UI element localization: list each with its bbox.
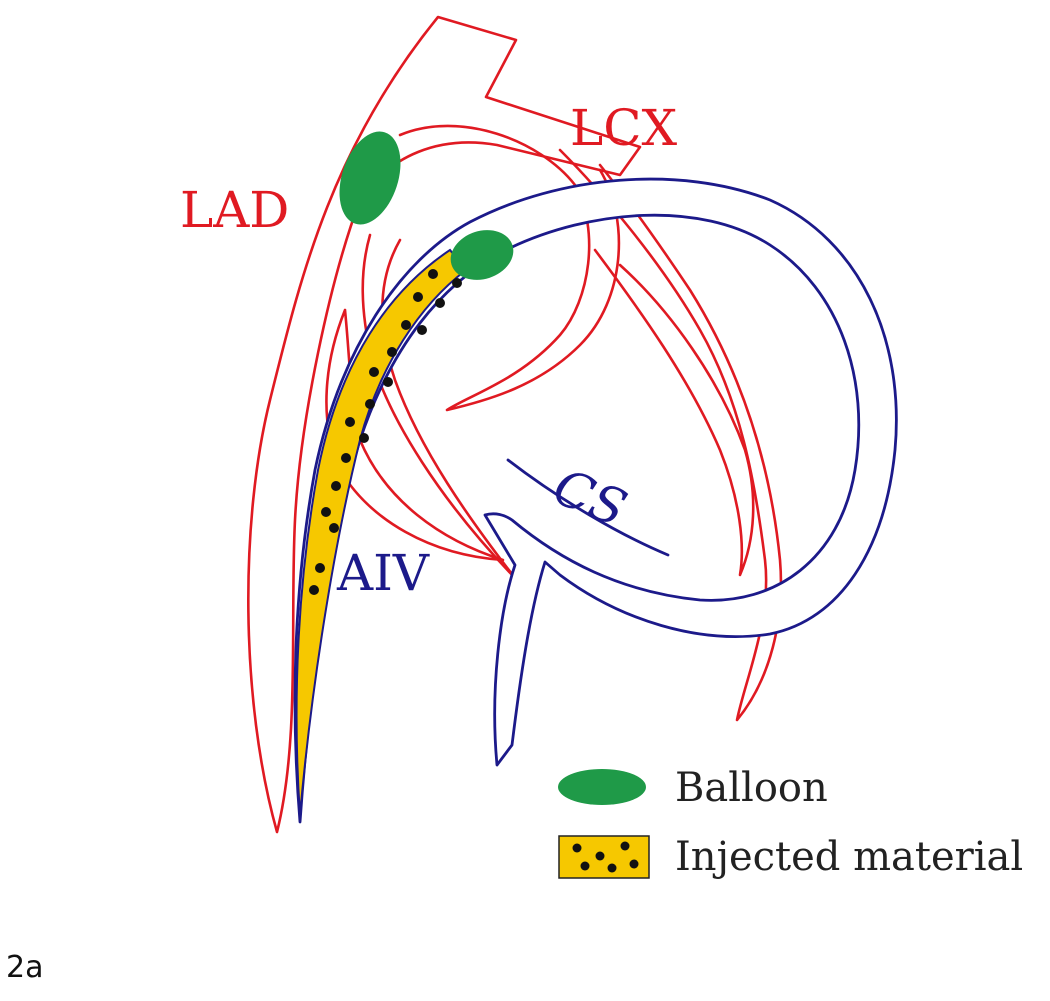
balloon-lad [339, 131, 401, 225]
cs-label: CS [546, 457, 635, 538]
lad-artery [247, 15, 642, 834]
injected-band [295, 248, 468, 816]
legend-injected-dots [572, 841, 639, 873]
lad-label: LAD [180, 181, 289, 239]
lcx-artery [558, 148, 783, 722]
lcx-lower-branch [593, 248, 755, 577]
aiv-label: AIV [336, 544, 430, 602]
lcx-inner-loop [398, 124, 621, 412]
injected-material-region [295, 248, 468, 816]
legend-balloon-label: Balloon [675, 765, 828, 811]
legend: Balloon Injected material [558, 765, 1023, 880]
figure-caption: 2a [6, 950, 44, 985]
cs-aiv-vein [293, 177, 898, 824]
vein-network [293, 177, 898, 824]
legend-balloon-swatch [558, 769, 646, 805]
legend-injected-label: Injected material [675, 834, 1023, 880]
lcx-label: LCX [570, 99, 677, 157]
cs-tail [506, 458, 670, 557]
particles [309, 269, 462, 595]
balloon-aiv [450, 230, 514, 280]
